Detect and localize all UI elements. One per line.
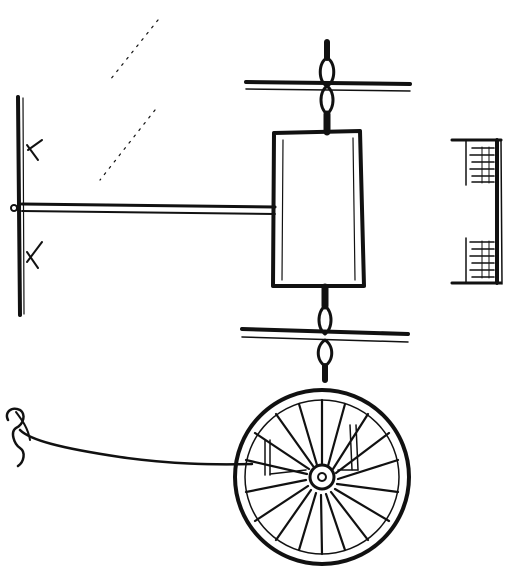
- top-wheel: [244, 80, 412, 92]
- rear-panel: [450, 138, 503, 285]
- spoked-wheel: [233, 388, 411, 566]
- carriage-box: [271, 129, 366, 288]
- axle-top: [318, 39, 336, 136]
- draught-pole: [20, 202, 277, 215]
- yoke: [10, 95, 43, 317]
- axle-bottom: [316, 283, 334, 383]
- dotted-marks: [99, 19, 159, 181]
- reins: [5, 407, 254, 468]
